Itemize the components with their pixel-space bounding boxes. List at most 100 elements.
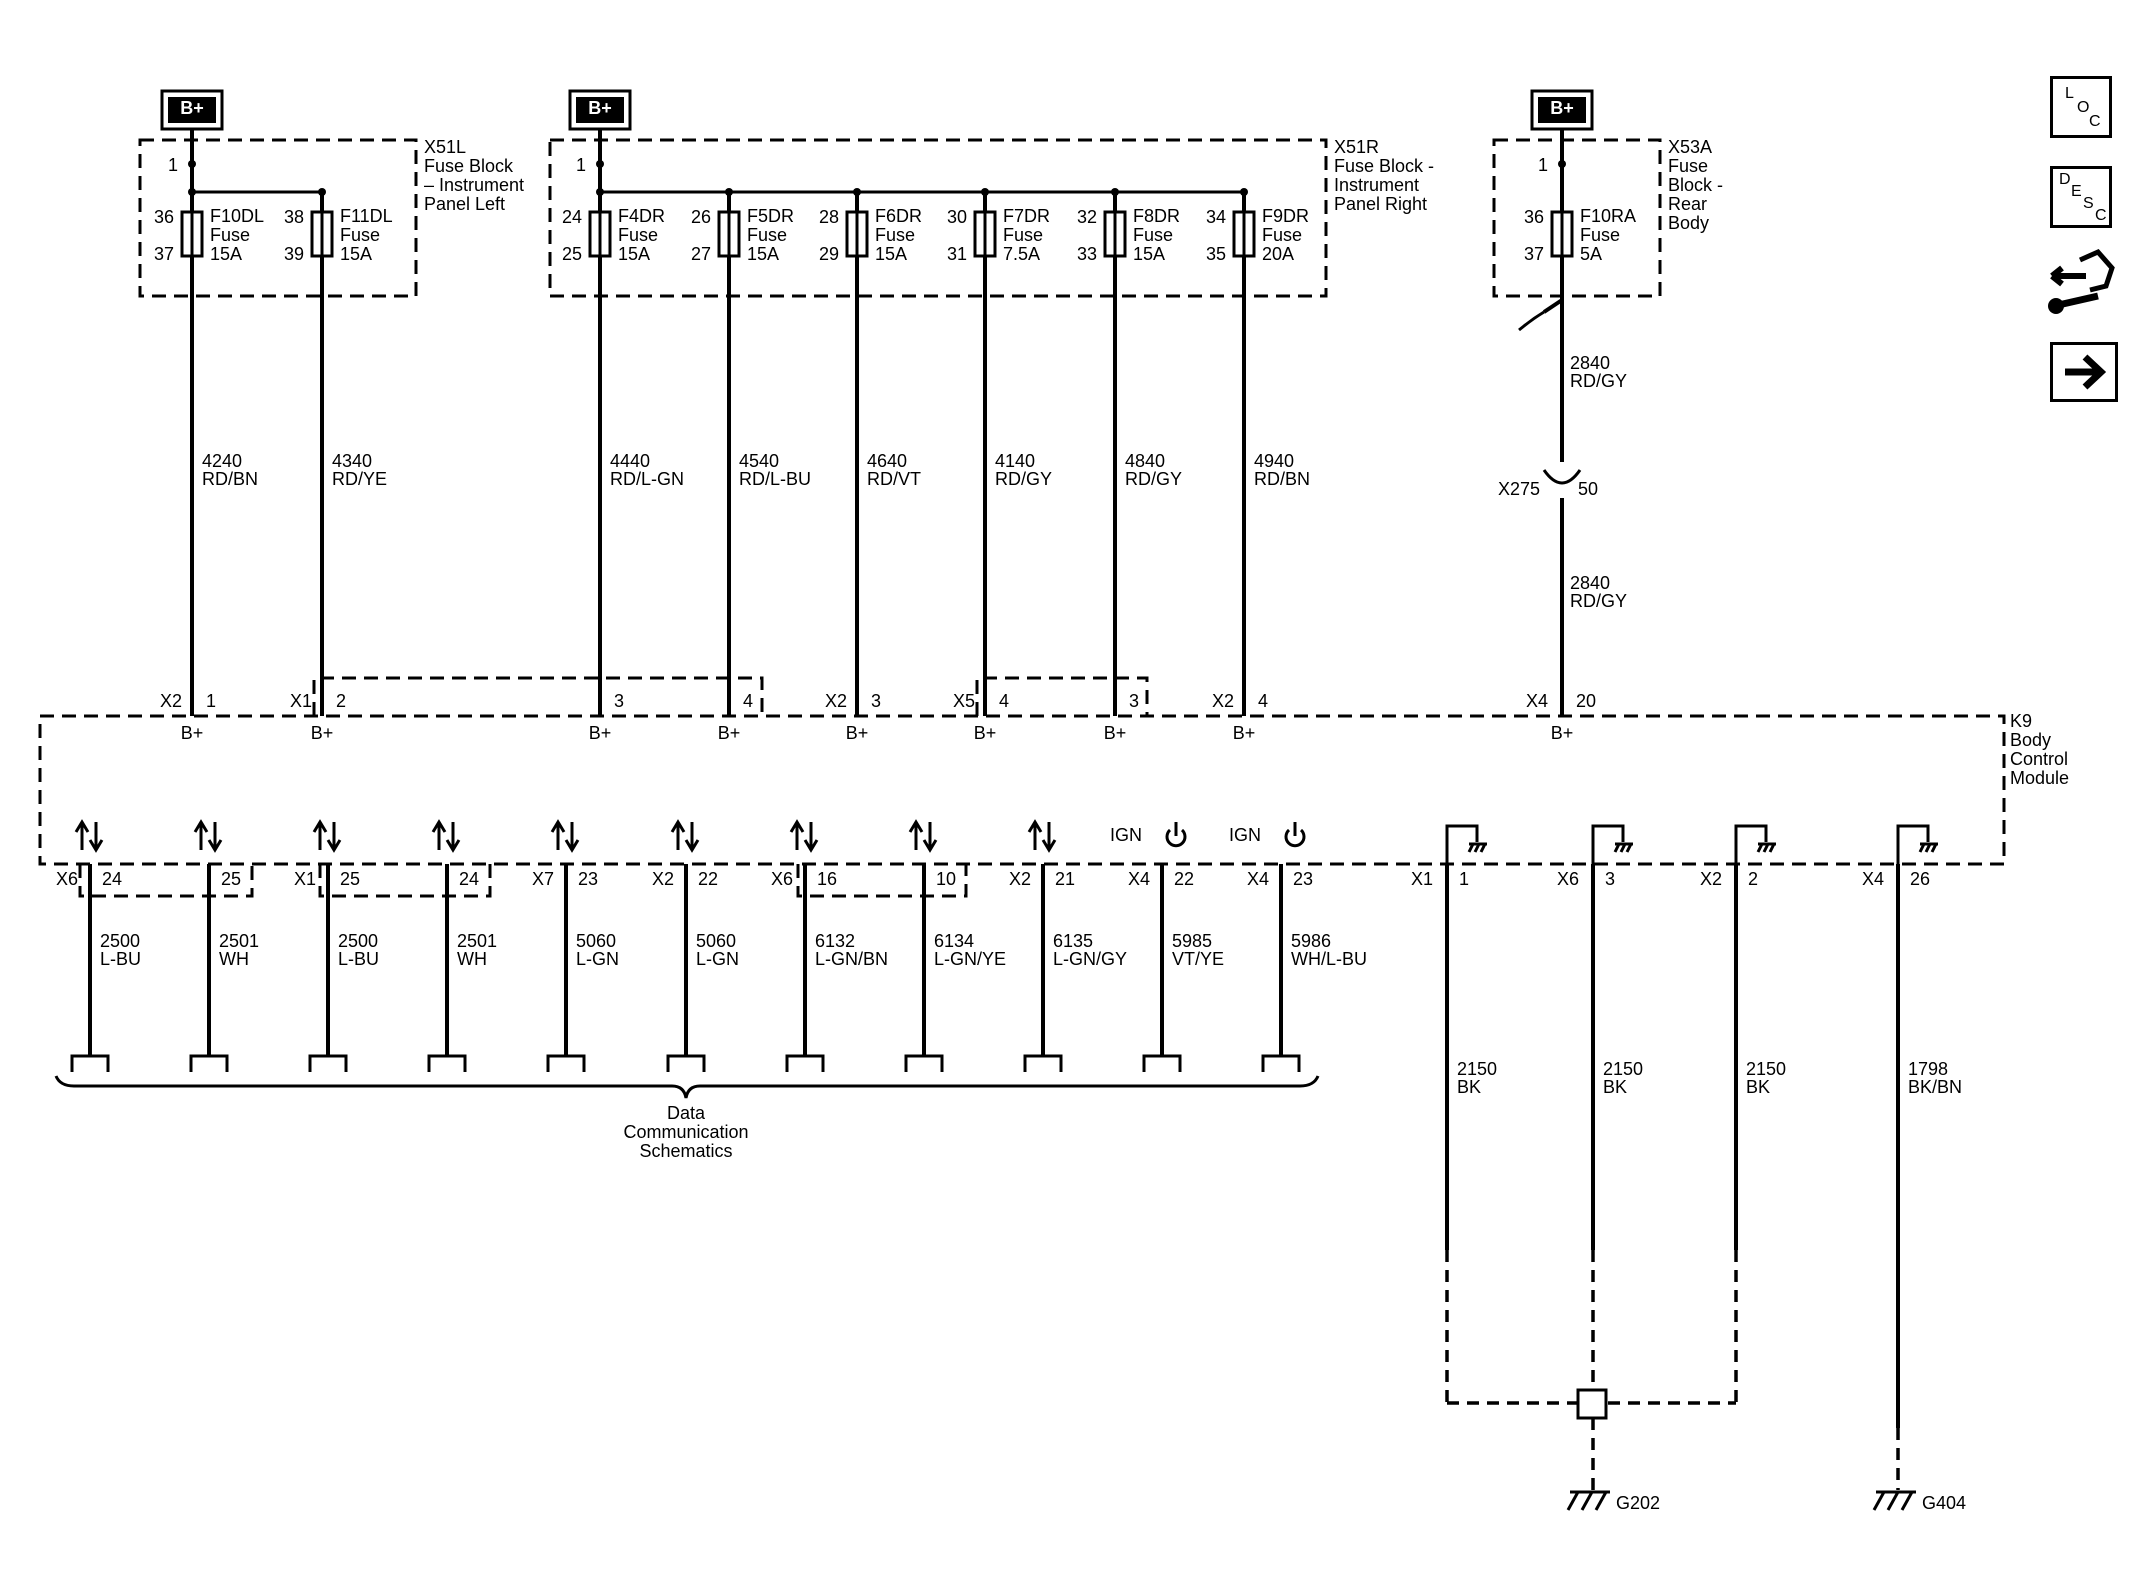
ground-wire-connector-label: X2 bbox=[1699, 869, 1722, 889]
data-up-arrow-icon bbox=[193, 819, 209, 850]
fuse-f10ra-label-line: F10RA bbox=[1580, 206, 1637, 226]
module-ground-icon bbox=[1756, 842, 1776, 853]
comm-wire-connector-label: X2 bbox=[651, 869, 674, 889]
rear-wire-color-label: RD/GY bbox=[1570, 371, 1628, 391]
data-up-arrow-icon bbox=[550, 819, 566, 850]
connector-tools-button[interactable] bbox=[2046, 246, 2118, 322]
power-wire-pin-label: 1 bbox=[206, 691, 217, 711]
ground-g202-icon bbox=[1566, 1490, 1610, 1511]
comm-terminal-icon bbox=[427, 1054, 467, 1072]
power-wire-color-label: RD/VT bbox=[867, 469, 921, 489]
bus-junction-dot bbox=[188, 188, 196, 196]
comm-terminal-icon bbox=[666, 1054, 706, 1072]
comm-connector-group-1 bbox=[318, 864, 492, 898]
bus-junction-dot bbox=[1111, 188, 1119, 196]
data-up-arrow-icon bbox=[74, 819, 90, 850]
data-down-arrow-icon bbox=[564, 822, 580, 853]
power-wire-circuit-label: 4640 bbox=[867, 451, 908, 471]
loc-button[interactable]: L O C bbox=[2050, 76, 2112, 138]
ground-wire-pin-label: 1 bbox=[1459, 869, 1470, 889]
power-wire-connector-label: X5 bbox=[952, 691, 975, 711]
comm-terminal-icon bbox=[546, 1054, 586, 1072]
fuse-pin-in-label: 32 bbox=[1076, 207, 1097, 227]
fuse-f11dl-label-line: Fuse bbox=[340, 225, 381, 245]
power-wire-connector-label: X2 bbox=[159, 691, 182, 711]
comm-wire-color-label: L-GN/YE bbox=[934, 949, 1007, 969]
fuse-f10ra-label-line: Fuse bbox=[1580, 225, 1621, 245]
b-plus-source-label: B+ bbox=[1550, 98, 1574, 118]
desc-button[interactable]: D E S C bbox=[2050, 166, 2112, 228]
fuse-f6dr-label-line: F6DR bbox=[875, 206, 923, 226]
fuse-block-x51l-name-line: X51L bbox=[424, 137, 467, 157]
comm-wire-pin-label: 25 bbox=[221, 869, 242, 889]
fuse-block-x51l-name-line: – Instrument bbox=[424, 175, 525, 195]
fuse-block-pin-label: 1 bbox=[167, 155, 178, 175]
module-b-plus-label: B+ bbox=[310, 723, 334, 743]
module-b-plus-label: B+ bbox=[717, 723, 741, 743]
comm-connector-group-2 bbox=[796, 864, 968, 898]
power-wire-color-label: RD/GY bbox=[995, 469, 1053, 489]
fuse-pin-in-label: 30 bbox=[946, 207, 967, 227]
b-plus-source-fill bbox=[576, 97, 624, 123]
module-name-line: Body bbox=[2010, 730, 2052, 750]
ground-wire-connector-label: X1 bbox=[1410, 869, 1433, 889]
module-name-line: K9 bbox=[2010, 711, 2033, 731]
comm-connector-group-0 bbox=[78, 864, 254, 898]
ground-wire-color-label: BK bbox=[1603, 1077, 1628, 1097]
data-down-arrow-icon bbox=[207, 822, 223, 853]
comm-wire-pin-label: 22 bbox=[1174, 869, 1195, 889]
loc-letter-o: O bbox=[2077, 99, 2090, 116]
comm-terminal-icon bbox=[70, 1054, 110, 1072]
comm-terminal-icon bbox=[1142, 1054, 1182, 1072]
fuse-pin-out-label: 33 bbox=[1076, 244, 1097, 264]
power-wire-connector-label: X2 bbox=[1211, 691, 1234, 711]
fuse-f10ra-label-line: 5A bbox=[1580, 244, 1603, 264]
data-communication-label-line: Communication bbox=[623, 1122, 749, 1142]
power-wire-color-label: RD/BN bbox=[202, 469, 259, 489]
right-arrow-icon bbox=[2065, 354, 2107, 390]
fuse-f9dr-label-line: F9DR bbox=[1262, 206, 1310, 226]
body-control-module-box bbox=[38, 714, 2006, 866]
comm-wire-connector-label: X6 bbox=[770, 869, 793, 889]
fuse-pin-out-label: 37 bbox=[153, 244, 174, 264]
power-wire-pin-label: 3 bbox=[871, 691, 882, 711]
data-communication-label-line: Schematics bbox=[639, 1141, 733, 1161]
module-name-line: Module bbox=[2010, 768, 2070, 788]
fuse-f7dr-label-line: F7DR bbox=[1003, 206, 1051, 226]
ignition-label: IGN bbox=[1110, 825, 1143, 845]
fuse-f7dr-label-line: Fuse bbox=[1003, 225, 1044, 245]
feed-pin-dot bbox=[188, 160, 196, 168]
rear-fuse-link bbox=[1542, 298, 1564, 314]
fuse-block-x53a-name-line: X53A bbox=[1668, 137, 1713, 157]
comm-wire-pin-label: 24 bbox=[102, 869, 123, 889]
b-plus-source-label: B+ bbox=[180, 98, 204, 118]
rear-wire-connector-label: X4 bbox=[1525, 691, 1548, 711]
bus-junction-dot bbox=[596, 188, 604, 196]
fuse-block-x51r-box bbox=[548, 138, 1328, 298]
module-b-plus-label: B+ bbox=[1232, 723, 1256, 743]
connector-x5-group bbox=[975, 676, 1149, 716]
power-wire-color-label: RD/L-BU bbox=[739, 469, 812, 489]
comm-wire-circuit-label: 2501 bbox=[219, 931, 260, 951]
module-b-plus-label: B+ bbox=[845, 723, 869, 743]
ground-wire-pin-label: 2 bbox=[1748, 869, 1759, 889]
loc-letter-c: C bbox=[2089, 113, 2101, 130]
ground-wire-connector-label: X6 bbox=[1556, 869, 1579, 889]
power-wire-connector-label: X1 bbox=[289, 691, 312, 711]
comm-wire-pin-label: 23 bbox=[1293, 869, 1314, 889]
chassis-ground-terminal-icon bbox=[1896, 824, 1930, 864]
next-page-button[interactable] bbox=[2050, 342, 2118, 402]
module-b-plus-label: B+ bbox=[1103, 723, 1127, 743]
fuse-f5dr-label-line: Fuse bbox=[747, 225, 788, 245]
ground-wire-color-label: BK bbox=[1457, 1077, 1482, 1097]
rear-wire-color-label-lower: RD/GY bbox=[1570, 591, 1628, 611]
feed-pin-dot bbox=[1558, 160, 1566, 168]
fuse-f6dr-label-line: Fuse bbox=[875, 225, 916, 245]
power-wire-color-label: RD/L-GN bbox=[610, 469, 685, 489]
chassis-ground-terminal-icon bbox=[1445, 824, 1479, 864]
fuse-f6dr-label-line: 15A bbox=[875, 244, 908, 264]
power-wire-circuit-label: 4440 bbox=[610, 451, 651, 471]
comm-wire-connector-label: X4 bbox=[1127, 869, 1150, 889]
power-wire-color-label: RD/GY bbox=[1125, 469, 1183, 489]
